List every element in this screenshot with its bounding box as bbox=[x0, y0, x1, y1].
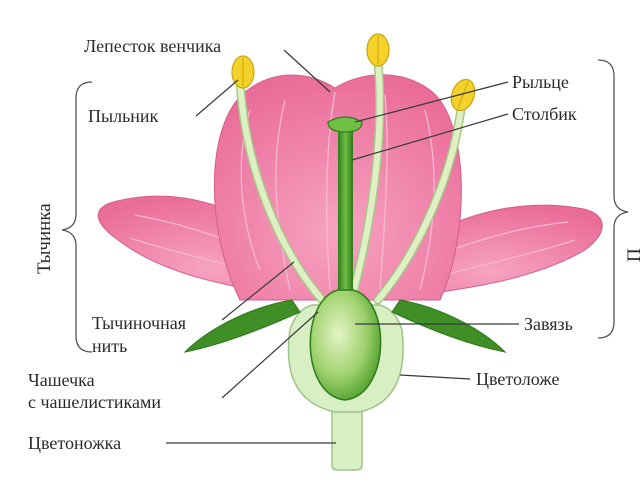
label-calyx-line2: с чашелистиками bbox=[28, 392, 161, 412]
label-ovary: Завязь bbox=[524, 314, 573, 334]
pistil-brace bbox=[597, 59, 629, 339]
petal-back bbox=[213, 74, 462, 301]
label-anther: Пыльник bbox=[88, 106, 159, 126]
leader-lines bbox=[166, 49, 519, 444]
label-pedicel: Цветоножка bbox=[28, 433, 121, 453]
pistil-style bbox=[338, 125, 353, 305]
anther-top bbox=[366, 33, 390, 67]
label-pistil-cut: П bbox=[624, 248, 640, 262]
anther-left bbox=[231, 55, 255, 89]
label-stigma: Рыльце bbox=[512, 72, 569, 92]
sepal-right bbox=[391, 299, 507, 353]
label-filament-line2: нить bbox=[92, 336, 127, 356]
label-stamen: Тычинка bbox=[34, 203, 55, 274]
anther-right bbox=[450, 78, 476, 112]
label-calyx-line1: Чашечка bbox=[28, 370, 95, 390]
pedicel bbox=[331, 399, 363, 471]
pistil-stigma bbox=[327, 116, 363, 133]
label-filament-line1: Тычиночная bbox=[92, 313, 186, 333]
sepal-left bbox=[183, 299, 301, 353]
pistil-ovary bbox=[309, 289, 382, 401]
label-receptacle: Цветоложе bbox=[476, 369, 560, 389]
stamen-brace bbox=[61, 81, 93, 353]
label-petal: Лепесток венчика bbox=[84, 36, 221, 56]
label-style: Столбик bbox=[512, 104, 577, 124]
stamen-filaments bbox=[235, 57, 467, 305]
